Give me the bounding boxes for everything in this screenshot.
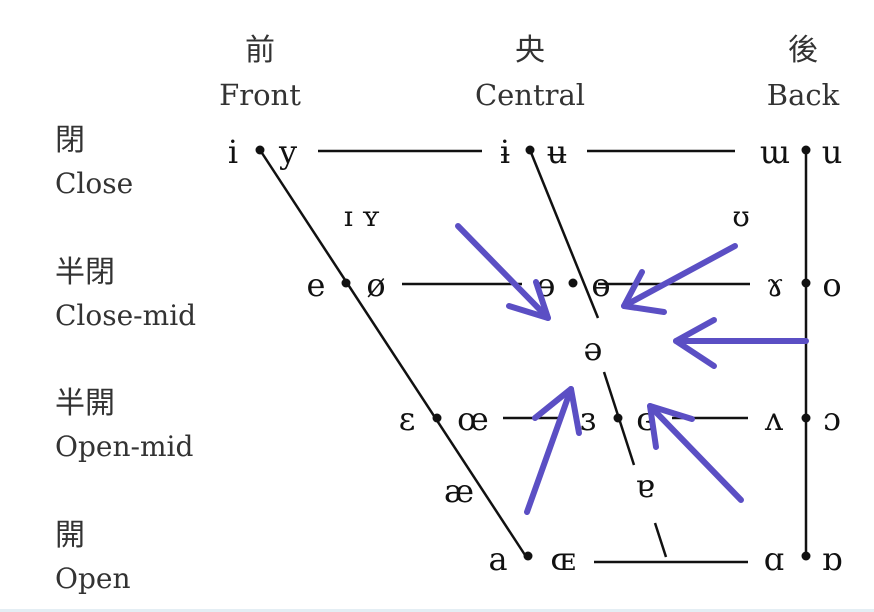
arrow-icon bbox=[673, 317, 809, 369]
vowel-symbol: ʉ bbox=[547, 133, 568, 171]
vowel-symbol: ɤ bbox=[766, 266, 784, 304]
arrow-icon bbox=[455, 223, 551, 321]
vowel-symbol: ø bbox=[366, 266, 385, 304]
vowel-symbol: ɑ bbox=[764, 540, 784, 578]
column-front-label: Front bbox=[219, 78, 301, 112]
column-front-cjk: 前 bbox=[245, 33, 275, 68]
vowel-symbol: a bbox=[488, 540, 507, 578]
row-open-mid-cjk: 半開 bbox=[55, 386, 115, 421]
vowel-symbol: e bbox=[307, 266, 326, 304]
row-close-mid-cjk: 半閉 bbox=[55, 255, 115, 290]
vowel-symbol: i bbox=[228, 133, 238, 171]
vowel-symbol: u bbox=[822, 133, 843, 171]
row-open-label: Open bbox=[55, 562, 130, 595]
column-central-cjk: 央 bbox=[515, 33, 545, 68]
row-open-cjk: 開 bbox=[55, 518, 85, 553]
arrow-icon bbox=[524, 386, 582, 515]
arrow-icon bbox=[621, 243, 738, 315]
vowel-symbol: y bbox=[278, 133, 297, 171]
vowel-symbol: ɒ bbox=[822, 540, 842, 578]
vowel-symbol: ɯ bbox=[760, 133, 790, 171]
vowel-symbol: œ bbox=[457, 400, 489, 438]
vowel-symbol: ʌ bbox=[764, 400, 783, 438]
vowel-symbol: ɐ bbox=[635, 467, 654, 505]
vowel-symbol: ʊ bbox=[732, 200, 749, 233]
vowel-symbol: ɵ bbox=[591, 266, 610, 304]
column-back-cjk: 後 bbox=[788, 33, 818, 68]
vowel-symbol: ɛ bbox=[399, 400, 416, 438]
vowel-symbol: ɪ ʏ bbox=[344, 200, 380, 233]
vowel-symbol-schwa: ə bbox=[584, 330, 603, 368]
row-close-label: Close bbox=[55, 167, 133, 200]
vowel-symbol: ɨ bbox=[500, 133, 510, 171]
vowel-symbol: o bbox=[822, 266, 841, 304]
annotation-arrows bbox=[455, 223, 809, 515]
arrow-icon bbox=[647, 403, 744, 503]
row-open-mid-label: Open-mid bbox=[55, 430, 193, 463]
row-close-cjk: 閉 bbox=[55, 123, 85, 158]
vowel-dots bbox=[255, 145, 811, 561]
column-back-label: Back bbox=[767, 78, 840, 112]
vowel-symbol: ɜ bbox=[580, 400, 596, 438]
column-central-label: Central bbox=[475, 78, 585, 112]
vowel-symbol: ɔ bbox=[823, 400, 841, 438]
vowel-symbol: ɶ bbox=[550, 540, 575, 578]
row-close-mid-label: Close-mid bbox=[55, 299, 196, 332]
vowel-symbol: æ bbox=[444, 472, 474, 510]
